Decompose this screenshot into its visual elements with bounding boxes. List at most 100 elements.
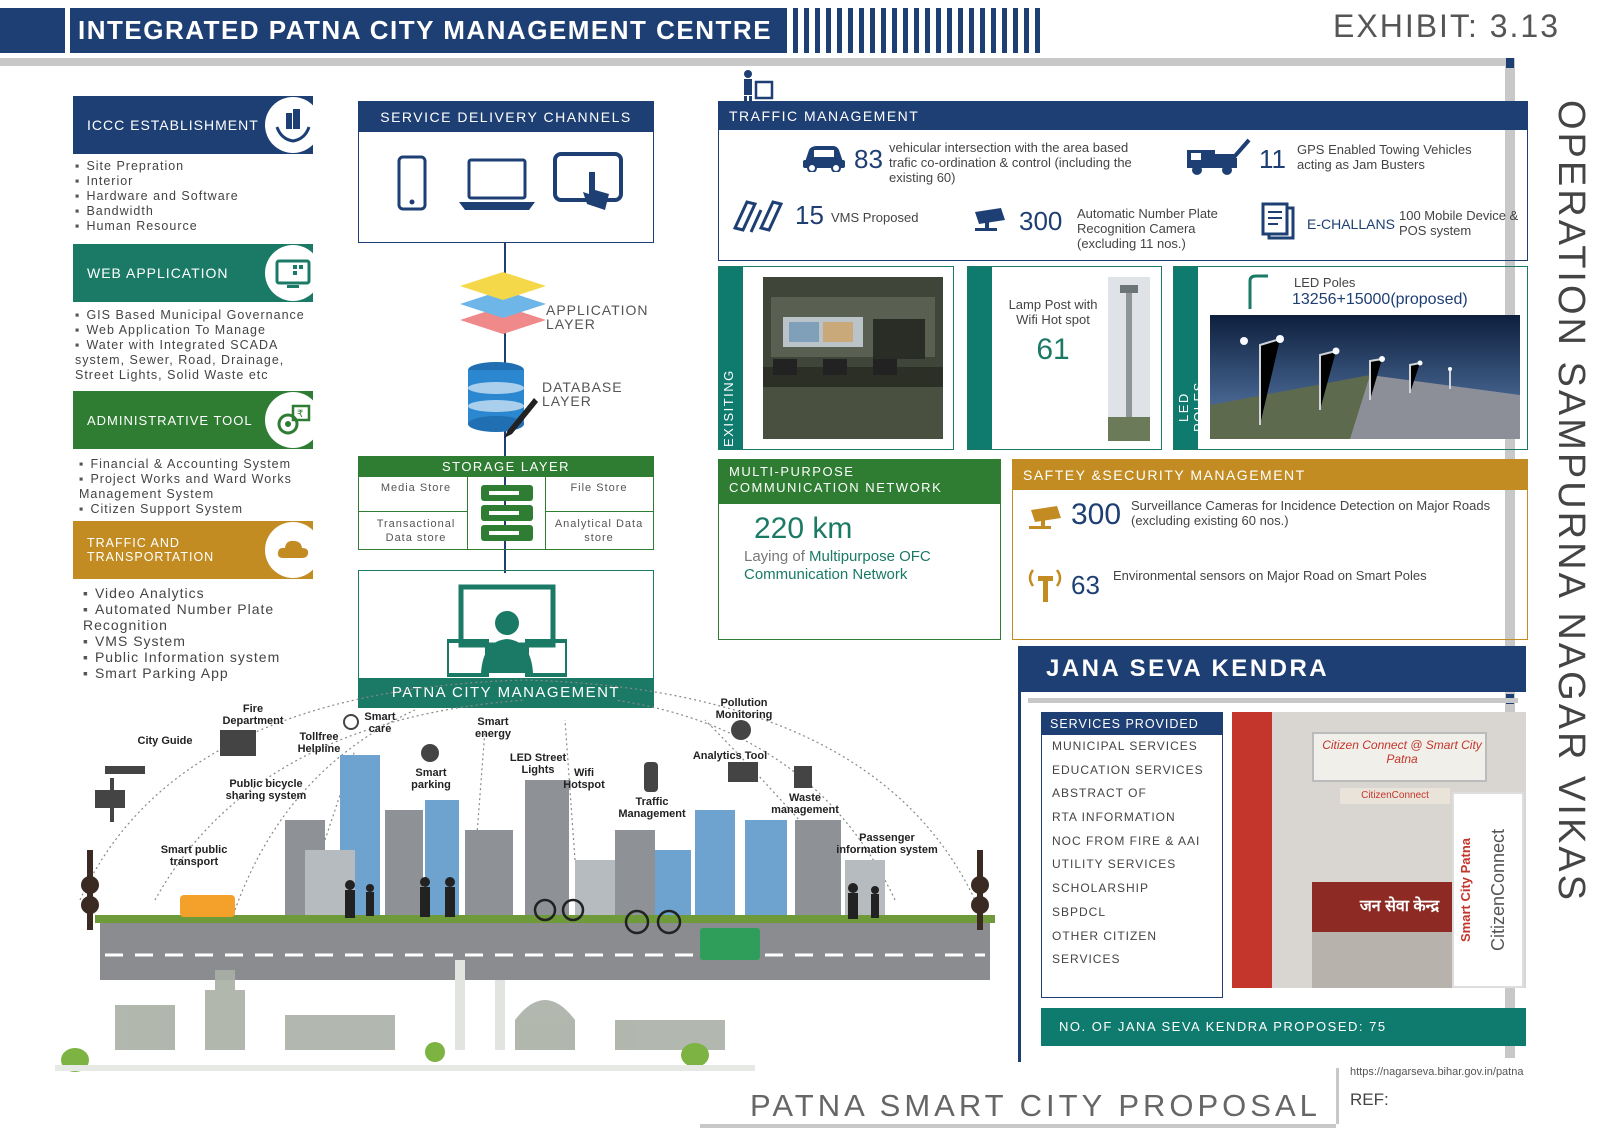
jsk-service-item: OTHER CITIZEN SERVICES xyxy=(1052,928,1157,967)
admin-tool-list: Financial & Accounting System Project Wo… xyxy=(79,457,317,517)
city-label-smart-public-transport: Smart public transport xyxy=(160,844,228,868)
sensor-antenna-icon xyxy=(1028,569,1062,602)
iccc-list: Site Prepration Interior Hardware and So… xyxy=(75,159,317,234)
city-label-smart-care: Smart care xyxy=(364,711,396,735)
web-app-header: WEB APPLICATION xyxy=(73,244,321,302)
list-item: Human Resource xyxy=(75,219,317,234)
list-item: Smart Parking App xyxy=(83,665,317,681)
city-label-analytics-tool: Analytics Tool xyxy=(692,750,768,762)
stat-echallan-text: 100 Mobile Device & POS system xyxy=(1399,208,1519,238)
footer-proposal: PATNA SMART CITY PROPOSAL xyxy=(750,1088,1321,1123)
header-left-block xyxy=(0,8,65,53)
network-desc-pre: Laying of xyxy=(744,548,810,565)
list-item: Financial & Accounting System xyxy=(79,457,317,472)
web-app-title: WEB APPLICATION xyxy=(87,265,229,281)
existing-label: EXISITING xyxy=(721,369,736,447)
car-icon xyxy=(803,146,845,172)
network-title: MULTI-PURPOSE COMMUNICATION NETWORK xyxy=(719,460,1000,504)
kiosk-side-brand: CitizenConnect xyxy=(1488,828,1508,952)
wifi-pole-photo xyxy=(1108,277,1150,441)
storage-analytical: Analytical Data store xyxy=(554,518,644,544)
safety-box: SAFTEY &SECURITY MANAGEMENT 300 Surveill… xyxy=(1012,459,1528,640)
led-street-photo xyxy=(1210,315,1520,439)
jsk-title: JANA SEVA KENDRA xyxy=(1018,646,1526,692)
mobile-phone-icon xyxy=(397,155,427,211)
safety-sensors-num: 63 xyxy=(1071,570,1100,600)
header-stripes xyxy=(782,8,1044,53)
kiosk-brand-plate: CitizenConnect xyxy=(1340,788,1450,804)
pcmc-title: PATNA CITY MANAGEMENT CENTRE xyxy=(358,678,654,731)
web-monitor-icon xyxy=(265,245,321,301)
left-panel: ICCC ESTABLISHMENT Site Prepration Inter… xyxy=(73,96,321,681)
footer-ref: REF: xyxy=(1350,1090,1389,1109)
list-item: GIS Based Municipal Governance xyxy=(75,308,317,323)
list-item: Project Works and Ward Works Management … xyxy=(79,472,317,502)
list-item: Public Information system xyxy=(83,649,317,665)
stat-vms-num: 15 xyxy=(795,200,824,230)
stat-intersections-text: vehicular intersection with the area bas… xyxy=(889,140,1132,185)
jsk-proposed: NO. OF JANA SEVA KENDRA PROPOSED: 75 xyxy=(1041,1008,1526,1046)
list-item: Hardware and Software xyxy=(75,189,317,204)
divider-marker-top xyxy=(1506,58,1514,68)
iccc-header: ICCC ESTABLISHMENT xyxy=(73,96,321,154)
wifi-label-bar xyxy=(968,267,992,449)
network-distance: 220 km xyxy=(754,512,853,545)
wifi-panel: Lamp Post with Wifi Hot spot 61 xyxy=(967,266,1162,450)
led-poles-panel: LED POLES LED Poles 13256+15000(proposed… xyxy=(1173,266,1528,450)
kiosk-banner xyxy=(1312,732,1487,782)
city-label-fire-department: Fire Department xyxy=(222,703,284,727)
existing-label-bar xyxy=(719,267,743,449)
led-poles-vertical-label: LED POLES xyxy=(1176,381,1206,433)
control-room-photo xyxy=(763,277,943,439)
safety-cameras-num: 300 xyxy=(1071,498,1122,531)
stat-towing-num: 11 xyxy=(1259,144,1286,174)
vms-sign-icon xyxy=(732,200,784,233)
city-label-wifi-hotspot: Wifi Hotspot xyxy=(563,767,605,791)
device-icons xyxy=(397,152,623,211)
list-item: Automated Number Plate Recognition xyxy=(83,601,317,633)
web-app-list: GIS Based Municipal Governance Web Appli… xyxy=(75,308,317,383)
existing-panel: EXISITING xyxy=(718,266,954,450)
list-item: Citizen Support System xyxy=(79,502,317,517)
storage-transactional: Transactional Data store xyxy=(376,518,456,544)
tow-truck-icon xyxy=(1187,138,1251,175)
city-label-city-guide: City Guide xyxy=(137,735,193,747)
operator-monitor-icon xyxy=(447,584,567,677)
jsk-service-item: MUNICIPAL SERVICES xyxy=(1052,739,1198,753)
stat-anpr-num: 300 xyxy=(1019,206,1063,236)
jsk-service-item: UTILITY SERVICES xyxy=(1052,857,1177,872)
network-desc-highlight: Multipurpose OFC xyxy=(809,548,931,565)
storage-layer-title: STORAGE LAYER xyxy=(359,457,653,477)
traffic-transport-title: TRAFFIC AND TRANSPORTATION xyxy=(87,536,215,564)
laptop-icon xyxy=(459,158,535,210)
server-icon xyxy=(481,485,533,541)
city-label-smart-parking: Smart parking xyxy=(411,767,451,791)
service-channels-box: SERVICE DELIVERY CHANNELS xyxy=(358,101,654,243)
list-item: Site Prepration xyxy=(75,159,317,174)
kiosk-caption: Citizen Connect @ Smart City Patna xyxy=(1322,738,1482,766)
application-layer-icon xyxy=(460,272,546,334)
stat-intersections-num: 83 xyxy=(854,144,883,174)
admin-gear-icon: ₹ xyxy=(265,392,321,448)
traffic-officer-icon xyxy=(744,70,774,102)
hands-building-icon xyxy=(265,97,321,153)
stat-vms-text: VMS Proposed xyxy=(831,210,919,225)
street-lamp-icon xyxy=(1248,274,1268,309)
city-label-passenger-info: Passenger information system xyxy=(836,832,938,856)
exhibit-number: EXHIBIT: 3.13 xyxy=(1333,8,1560,44)
jsk-service-item: SBPDCL xyxy=(1052,904,1107,919)
footer-url: https://nagarseva.bihar.gov.in/patna xyxy=(1350,1066,1524,1078)
surveillance-camera-icon xyxy=(1029,506,1061,529)
svg-text:₹: ₹ xyxy=(297,409,304,420)
list-item: Video Analytics xyxy=(83,585,317,601)
list-item: VMS System xyxy=(83,633,317,649)
city-label-traffic-management: Traffic Management xyxy=(618,796,686,820)
lamp-post-count: 61 xyxy=(1036,333,1070,366)
admin-tool-header: ADMINISTRATIVE TOOL ₹ xyxy=(73,391,321,449)
smart-city-illustration xyxy=(55,679,995,1072)
list-item: Interior xyxy=(75,174,317,189)
city-label-tollfree-helpline: Tollfree Helpline xyxy=(297,731,341,755)
led-label-bar xyxy=(1174,267,1198,449)
database-layer-label: DATABASE LAYER xyxy=(542,379,623,409)
challan-document-icon xyxy=(1261,202,1295,240)
